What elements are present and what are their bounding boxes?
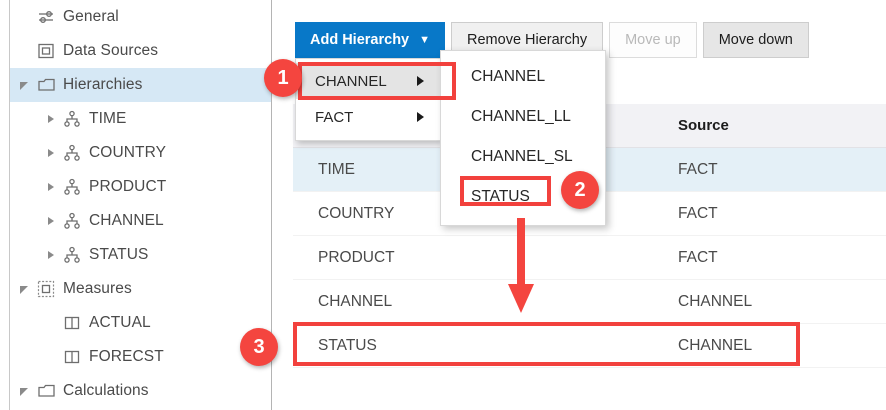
- sidebar-item-status[interactable]: STATUS: [10, 238, 271, 272]
- chevron-down-icon: ▼: [419, 33, 431, 46]
- sidebar-item-label: STATUS: [89, 246, 149, 263]
- sidebar-item-label: Calculations: [63, 382, 149, 399]
- annotation-badge-3: 3: [240, 328, 278, 366]
- chevron-down-icon[interactable]: [18, 384, 32, 398]
- measure-item-icon: [61, 347, 83, 367]
- sidebar-item-hierarchies[interactable]: Hierarchies: [10, 68, 271, 102]
- menu-item-label: FACT: [315, 108, 354, 126]
- hierarchy-icon: [61, 245, 83, 265]
- annotation-badge-1: 1: [264, 59, 302, 97]
- chevron-down-icon[interactable]: [18, 282, 32, 296]
- cell-hierarchy-name: CHANNEL: [318, 292, 393, 310]
- add-hierarchy-button[interactable]: Add Hierarchy ▼: [295, 22, 446, 58]
- measure-item-icon: [61, 313, 83, 333]
- menu-item-channel[interactable]: CHANNEL: [296, 63, 440, 99]
- cell-source: FACT: [678, 204, 718, 222]
- menu-item-fact[interactable]: FACT: [296, 99, 440, 135]
- chevron-right-icon[interactable]: [44, 146, 58, 160]
- sidebar-left-divider: [9, 0, 10, 410]
- table-row[interactable]: CHANNEL CHANNEL: [293, 280, 886, 324]
- sidebar-item-label: General: [63, 8, 119, 25]
- add-hierarchy-label: Add Hierarchy: [310, 32, 410, 48]
- measures-icon: [35, 279, 57, 299]
- chevron-right-icon: [417, 76, 424, 86]
- sidebar-item-label: PRODUCT: [89, 178, 167, 195]
- highlight-box-channel-menu-item: [298, 62, 456, 100]
- sidebar-item-time[interactable]: TIME: [10, 102, 271, 136]
- cell-hierarchy-name: STATUS: [318, 336, 377, 354]
- chevron-right-icon[interactable]: [44, 112, 58, 126]
- down-arrow-icon: [508, 218, 534, 313]
- sidebar-item-label: FORECST: [89, 348, 164, 365]
- cell-source: FACT: [678, 248, 718, 266]
- sidebar-item-actual[interactable]: ACTUAL: [10, 306, 271, 340]
- table-row[interactable]: COUNTRY FACT: [293, 192, 886, 236]
- move-up-button: Move up: [609, 22, 697, 58]
- menu-item-label: CHANNEL: [315, 72, 387, 90]
- twisty-spacer: [18, 10, 32, 24]
- sidebar-item-data-sources[interactable]: Data Sources: [10, 34, 271, 68]
- sidebar-item-calculations[interactable]: Calculations: [10, 374, 271, 408]
- submenu-item-channel_sl[interactable]: CHANNEL_SL: [471, 148, 573, 165]
- annotation-badge-2: 2: [561, 171, 599, 209]
- sidebar-item-label: Hierarchies: [63, 76, 143, 93]
- sidebar-item-label: COUNTRY: [89, 144, 167, 161]
- sidebar-item-label: TIME: [89, 110, 127, 127]
- twisty-spacer: [44, 350, 58, 364]
- cell-source: CHANNEL: [678, 292, 753, 310]
- sidebar-item-country[interactable]: COUNTRY: [10, 136, 271, 170]
- cell-source: CHANNEL: [678, 336, 753, 354]
- cell-hierarchy-name: COUNTRY: [318, 204, 395, 222]
- sidebar-item-label: CHANNEL: [89, 212, 164, 229]
- chevron-right-icon[interactable]: [44, 248, 58, 262]
- hierarchy-icon: [61, 109, 83, 129]
- column-header-source: Source: [678, 117, 729, 134]
- cell-hierarchy-name: TIME: [318, 160, 356, 178]
- twisty-spacer: [44, 316, 58, 330]
- chevron-right-icon: [417, 112, 424, 122]
- sidebar-item-label: ACTUAL: [89, 314, 151, 331]
- table-row[interactable]: STATUS CHANNEL: [293, 324, 886, 368]
- sidebar-item-measures[interactable]: Measures: [10, 272, 271, 306]
- sidebar-right-divider[interactable]: [271, 0, 272, 410]
- sidebar-item-general[interactable]: General: [10, 0, 271, 34]
- chevron-right-icon[interactable]: [44, 180, 58, 194]
- highlight-box-status-row: [293, 322, 800, 366]
- cell-hierarchy-name: PRODUCT: [318, 248, 395, 266]
- cell-source: FACT: [678, 160, 718, 178]
- submenu-item-channel[interactable]: CHANNEL: [471, 68, 546, 85]
- table-row[interactable]: PRODUCT FACT: [293, 236, 886, 280]
- hierarchy-toolbar: Add Hierarchy ▼ Remove Hierarchy Move up…: [295, 22, 815, 58]
- submenu-item-status[interactable]: STATUS: [471, 188, 530, 205]
- hierarchy-icon: [61, 143, 83, 163]
- folder-icon: [35, 381, 57, 401]
- sliders-icon: [35, 7, 57, 27]
- sidebar-item-product[interactable]: PRODUCT: [10, 170, 271, 204]
- data-source-icon: [35, 41, 57, 61]
- move-down-button[interactable]: Move down: [702, 22, 809, 58]
- twisty-spacer: [18, 44, 32, 58]
- submenu-item-channel_ll[interactable]: CHANNEL_LL: [471, 108, 571, 125]
- hierarchy-icon: [61, 177, 83, 197]
- sidebar-item-forecst[interactable]: FORECST: [10, 340, 271, 374]
- highlight-box-status-submenu-item: [460, 176, 551, 206]
- sidebar-item-label: Data Sources: [63, 42, 159, 59]
- chevron-right-icon[interactable]: [44, 214, 58, 228]
- sidebar-item-channel[interactable]: CHANNEL: [10, 204, 271, 238]
- sidebar-item-label: Measures: [63, 280, 132, 297]
- chevron-down-icon[interactable]: [18, 78, 32, 92]
- folder-icon: [35, 75, 57, 95]
- hierarchy-icon: [61, 211, 83, 231]
